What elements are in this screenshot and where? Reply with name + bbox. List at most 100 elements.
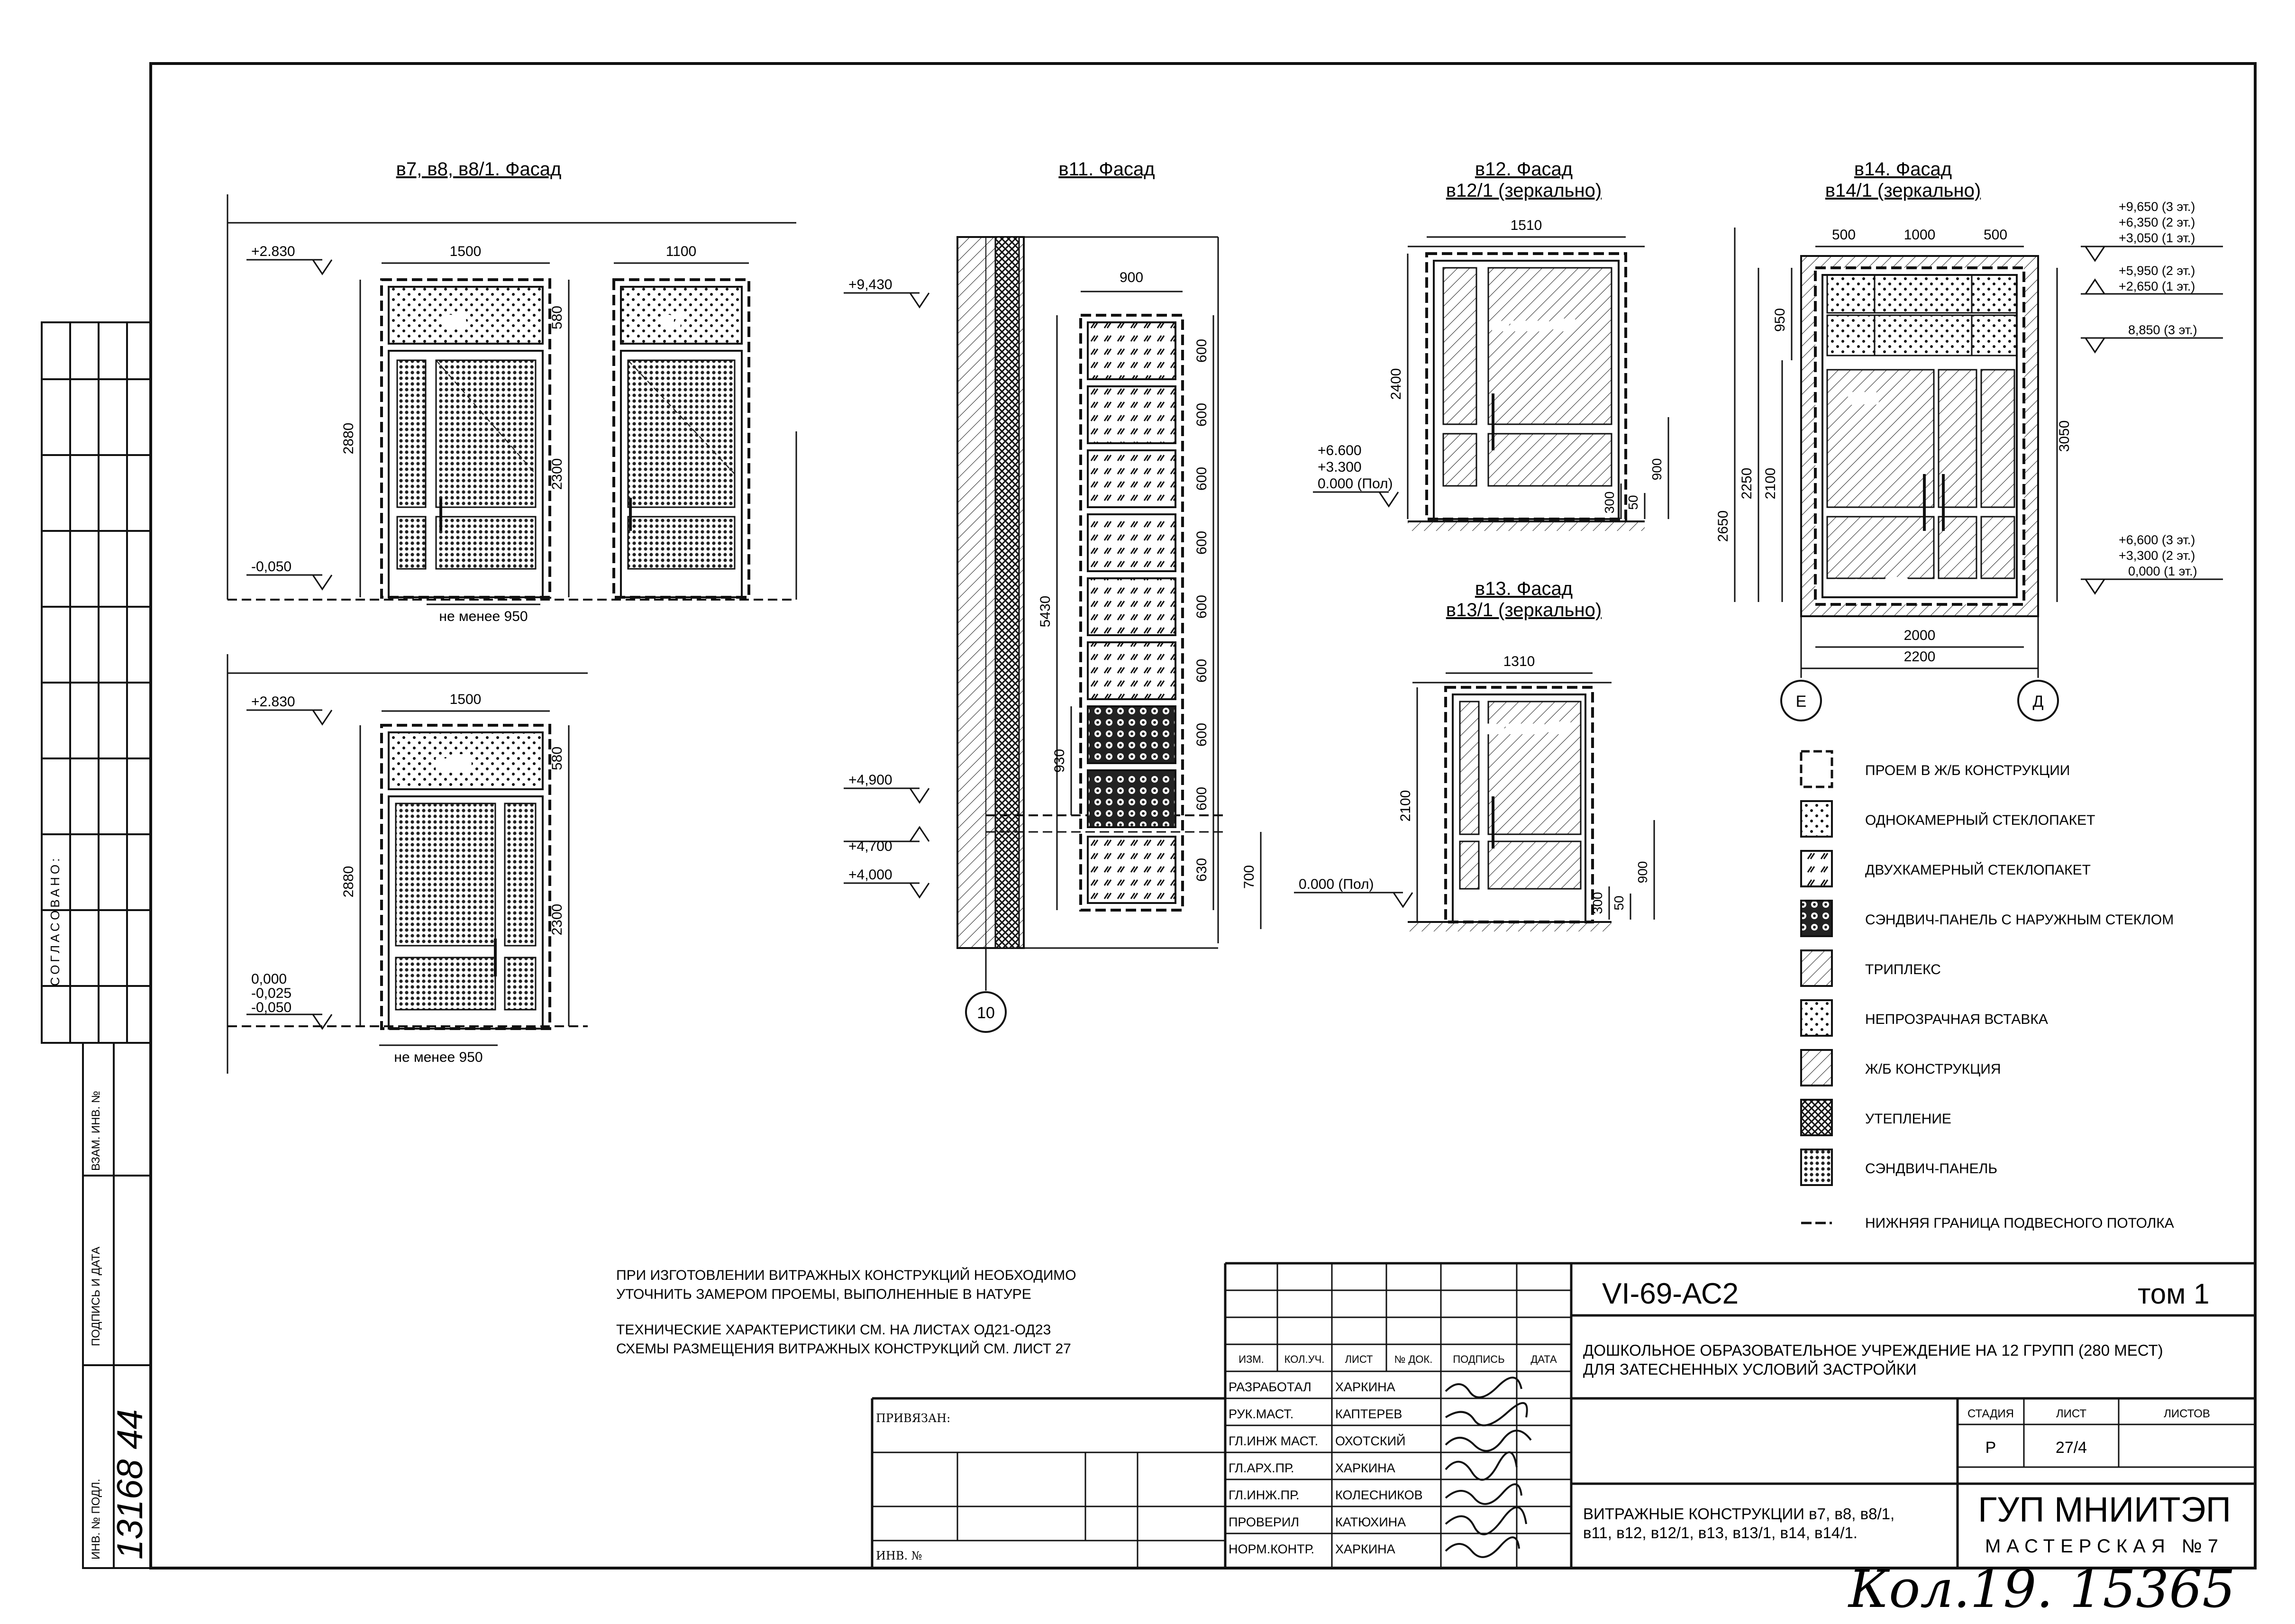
drawing-label: 600: [1194, 787, 1210, 811]
drawing-label: ТЕХНИЧЕСКИЕ ХАРАКТЕРИСТИКИ СМ. НА ЛИСТАХ…: [616, 1322, 1051, 1338]
drawing-label: 900: [1649, 458, 1664, 481]
drawing-label: 2100: [1763, 468, 1778, 500]
drawing-label: РАЗРАБОТАЛ: [1229, 1380, 1311, 1394]
legend-swatch-single: [1800, 800, 1833, 838]
facade-v12: в12. Фасад в12/1 (зеркально) не менее 95…: [1313, 159, 1669, 531]
drawing-label: ПОДПИСЬ И ДАТА: [90, 1247, 102, 1346]
drawing-label: в12. Фасад: [1475, 159, 1573, 180]
drawing-label: 13168 44: [110, 1409, 150, 1560]
drawing-label: 630: [1194, 858, 1210, 882]
drawing-label: ОХОТСКИЙ: [1335, 1433, 1405, 1448]
drawing-label: 10: [977, 1004, 995, 1022]
drawing-label: 1510: [1511, 218, 1542, 233]
drawing-label: 2100: [1398, 790, 1413, 822]
drawing-label: ДОШКОЛЬНОЕ ОБРАЗОВАТЕЛЬНОЕ УЧРЕЖДЕНИЕ НА…: [1583, 1341, 2163, 1359]
drawing-label: 900: [1120, 270, 1143, 285]
drawing-label: УТОЧНИТЬ ЗАМЕРОМ ПРОЕМЫ, ВЫПОЛНЕННЫЕ В Н…: [616, 1286, 1031, 1302]
v11-panels: [1087, 321, 1176, 904]
drawing-label: +9,650 (3 эт.): [2119, 200, 2195, 214]
drawing-label: 50: [1612, 895, 1626, 910]
drawing-label: 600: [1194, 595, 1210, 619]
drawing-label: в12/1 (зеркально): [1446, 180, 1602, 201]
legend-swatch-insulation: [1800, 1099, 1833, 1136]
drawing-label: ПРИ ИЗГОТОВЛЕНИИ ВИТРАЖНЫХ КОНСТРУКЦИЙ Н…: [616, 1267, 1076, 1283]
legend-swatch-sandwich-glass: [1800, 900, 1833, 937]
drawing-label: ГЛ.ИНЖ.ПР.: [1229, 1488, 1299, 1502]
drawing-label: 2650: [1715, 511, 1731, 542]
drawing-label: ЛИСТОВ: [2164, 1407, 2210, 1420]
drawing-label: в13/1 (зеркально): [1446, 600, 1602, 620]
drawing-label: 1000: [1904, 227, 1936, 243]
drawing-label: КОЛ.УЧ.: [1284, 1353, 1325, 1365]
legend-swatch-opaque: [1800, 999, 1833, 1037]
drawing-label: ГЛ.ИНЖ МАСТ.: [1229, 1434, 1318, 1448]
drawing-label: 2880: [341, 866, 356, 898]
legend-label: НЕПРОЗРАЧНАЯ ВСТАВКА: [1865, 1012, 2048, 1027]
drawing-label: +4,000: [848, 867, 892, 883]
legend-label: СЭНДВИЧ-ПАНЕЛЬ С НАРУЖНЫМ СТЕКЛОМ: [1865, 912, 2174, 928]
drawing-label: 0.000 (Пол): [1318, 476, 1393, 492]
legend-label: ОДНОКАМЕРНЫЙ СТЕКЛОПАКЕТ: [1865, 812, 2095, 828]
legend-swatch-concrete: [1800, 1049, 1833, 1086]
legend-swatch-triplex: [1800, 949, 1833, 987]
drawing-label: ДАТА: [1530, 1353, 1557, 1365]
drawing-label: ЛИСТ: [1345, 1353, 1373, 1365]
legend-swatch-sandwich: [1800, 1149, 1833, 1186]
drawing-label: 0.000 (Пол): [1299, 876, 1374, 892]
view-title: в7, в8, в8/1. Фасад: [396, 159, 562, 180]
drawing-label: 600: [1194, 403, 1210, 427]
drawing-label: 1500: [450, 244, 482, 259]
facade-v8-1: +2.830 0,000 -0,025 -0,050 в8/1 1500 288…: [227, 654, 588, 1074]
drawing-label: КОЛЕСНИКОВ: [1335, 1488, 1423, 1502]
notes: ПРИ ИЗГОТОВЛЕНИИ ВИТРАЖНЫХ КОНСТРУКЦИЙ Н…: [616, 1267, 1076, 1357]
facade-v7-v8: в7, в8, в8/1. Фасад +2.830 -0,050 в8 в7: [227, 159, 797, 624]
drawing-label: 300: [1602, 492, 1617, 514]
drawing-label: +3,050 (1 эт.): [2119, 231, 2195, 245]
drawing-label: ХАРКИНА: [1335, 1380, 1395, 1394]
drawing-label: ВИТРАЖНЫЕ КОНСТРУКЦИИ в7, в8, в8/1,: [1583, 1505, 1894, 1523]
drawing-label: 2300: [549, 904, 565, 936]
drawing-label: не менее 950: [394, 1049, 483, 1065]
legend-swatch-double: [1800, 850, 1833, 887]
drawing-label: 0,000: [251, 971, 287, 987]
facade-v13: в13. Фасад в13/1 (зеркально) не менее 95…: [1294, 578, 1655, 931]
drawing-label: +9,430: [848, 277, 892, 292]
drawing-label: МАСТЕРСКАЯ №7: [1985, 1536, 2224, 1557]
drawing-label: +6,600 (3 эт.): [2119, 533, 2195, 547]
legend-label: ДВУХКАМЕРНЫЙ СТЕКЛОПАКЕТ: [1865, 862, 2091, 878]
drawing-label: 600: [1194, 659, 1210, 683]
drawing-label: +2,650 (1 эт.): [2119, 279, 2195, 293]
drawing-label: 8,850 (3 эт.): [2128, 323, 2197, 337]
drawing-label: в14/1 (зеркально): [1825, 180, 1981, 201]
drawing-label: в7: [663, 310, 683, 331]
drawing-label: +4,900: [848, 772, 892, 788]
drawing-label: -0,050: [251, 1000, 291, 1015]
drawing-label: 1310: [1503, 654, 1535, 669]
drawing-label: в11. Фасад: [1058, 159, 1155, 180]
drawing-label: ПРОВЕРИЛ: [1229, 1515, 1299, 1529]
drawing-label: в11, в12, в12/1, в13, в13/1, в14, в14/1.: [1583, 1524, 1858, 1542]
drawing-label: -0,050: [251, 559, 291, 575]
drawing-label: в8/1: [437, 754, 474, 775]
legend-label: СЭНДВИЧ-ПАНЕЛЬ: [1865, 1161, 1997, 1177]
legend-label: Ж/Б КОНСТРУКЦИЯ: [1865, 1061, 2001, 1077]
drawing-label: ВЗАМ. ИНВ. №: [90, 1091, 102, 1171]
drawing-label: СТАДИЯ: [1967, 1407, 2014, 1420]
title-block-grid: [871, 1262, 2255, 1568]
drawing-label: 3050: [2057, 420, 2072, 452]
drawing-label: +2.830: [251, 694, 295, 710]
drawing-label: том 1: [2138, 1278, 2209, 1310]
drawing-label: ИЗМ.: [1239, 1353, 1264, 1365]
drawing-label: ХАРКИНА: [1335, 1542, 1395, 1556]
drawing-label: 1500: [450, 692, 482, 707]
legend-label: ПРОЕМ В Ж/Б КОНСТРУКЦИИ: [1865, 763, 2070, 778]
drawing-label: 930: [1052, 749, 1067, 773]
drawing-label: 600: [1194, 467, 1210, 491]
drawing-label: № ДОК.: [1394, 1353, 1433, 1365]
facade-v14: в14. Фасад в14/1 (зеркально) 1550 не мен…: [1715, 159, 2223, 721]
drawing-label: +3,300 (2 эт.): [2119, 548, 2195, 563]
drawing-label: в13. Фасад: [1475, 578, 1573, 599]
drawing-label: ДЛЯ ЗАТЕСНЕННЫХ УСЛОВИЙ ЗАСТРОЙКИ: [1583, 1360, 1917, 1378]
drawing-label: 950: [1772, 308, 1788, 332]
drawing-label: не менее 950: [1493, 318, 1576, 332]
